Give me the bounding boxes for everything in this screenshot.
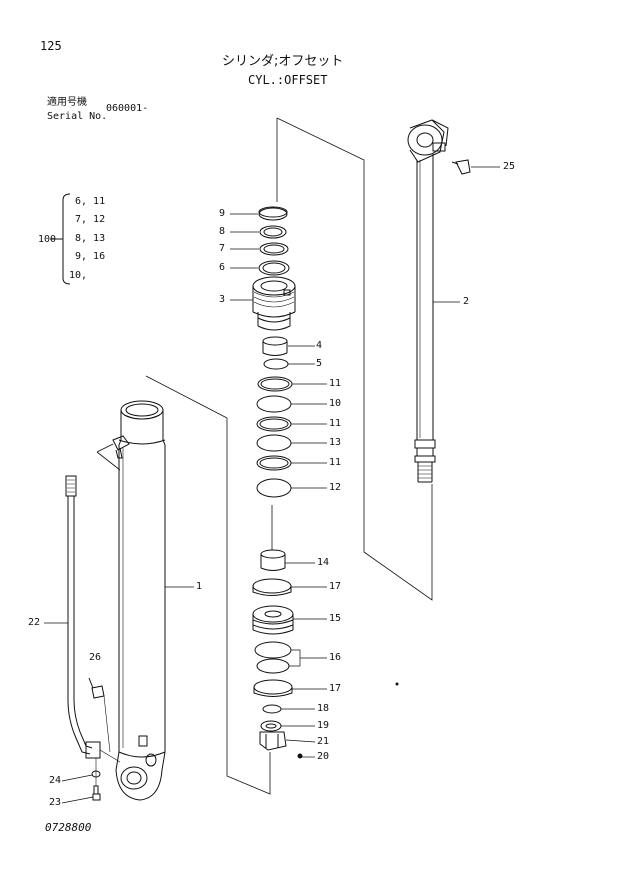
bushing-14	[260, 549, 286, 571]
kit-item: 9, 16	[75, 251, 106, 262]
title-japanese: シリンダ;オフセット	[222, 54, 344, 69]
snap-ring-5	[263, 358, 289, 370]
seal-6	[258, 260, 290, 276]
callout-17: 17	[329, 683, 342, 694]
cylinder-tube	[115, 400, 166, 801]
piston-rod	[407, 119, 449, 483]
seal-9	[258, 206, 288, 221]
kit-item: 6, 11	[75, 196, 106, 207]
piston-15	[252, 605, 294, 635]
callout-26: 26	[89, 652, 102, 663]
ring-10	[256, 395, 292, 413]
callout-11: 11	[329, 457, 342, 468]
kit-item: 7, 12	[75, 214, 106, 225]
callout-23: 23	[49, 797, 62, 808]
kit-item: 10,	[69, 270, 88, 281]
callout-18: 18	[317, 703, 330, 714]
pin-20	[297, 753, 303, 759]
callout-25: 25	[503, 161, 516, 172]
callout-17: 17	[329, 581, 342, 592]
callout-4: 4	[316, 340, 323, 351]
ring-16a	[254, 641, 292, 659]
callout-20: 20	[317, 751, 330, 762]
page-number: 125	[40, 39, 62, 53]
callout-11: 11	[329, 418, 342, 429]
serial-label-japanese: 適用号機	[47, 97, 87, 108]
oring-11c	[256, 455, 292, 471]
speck	[395, 682, 399, 686]
grease-fitting-25	[451, 159, 471, 175]
leader	[96, 443, 114, 453]
kit-item: 8, 13	[75, 233, 106, 244]
drawing-number: 0728800	[45, 821, 92, 834]
seal-7	[259, 242, 289, 256]
title-english: CYL.:OFFSET	[248, 73, 328, 87]
leader	[99, 749, 121, 763]
oring-11b	[256, 416, 292, 432]
bushing-4	[262, 336, 288, 356]
elbow-fitting	[112, 435, 130, 459]
cylinder-head-3	[252, 276, 296, 331]
serial-label-english: Serial No.	[47, 111, 108, 122]
callout-1: 1	[196, 581, 203, 592]
kit-bracket	[62, 193, 71, 285]
callout-9: 9	[219, 208, 226, 219]
leader	[103, 695, 111, 753]
oring-11a	[257, 376, 293, 392]
callout-24: 24	[49, 775, 62, 786]
seal-8	[259, 225, 287, 239]
callout-16: 16	[329, 652, 342, 663]
callout-11: 11	[329, 378, 342, 389]
kit-number: 100	[38, 234, 57, 245]
callout-2: 2	[463, 296, 470, 307]
bolt-23	[92, 785, 101, 801]
callout-3: 3	[219, 294, 226, 305]
callout-15: 15	[329, 613, 342, 624]
assembly-line-tube	[145, 375, 271, 795]
ring-12	[256, 478, 292, 498]
nut-21	[259, 731, 287, 751]
callout-5: 5	[316, 358, 323, 369]
callout-12: 12	[329, 482, 342, 493]
callout-21: 21	[317, 736, 330, 747]
callout-leaders	[44, 166, 500, 804]
callout-7: 7	[219, 243, 226, 254]
callout-6: 6	[219, 262, 226, 273]
plug-26	[88, 677, 105, 699]
callout-13: 13	[329, 437, 342, 448]
ring-17b	[253, 679, 293, 697]
leader	[96, 451, 121, 471]
ring-17a	[252, 578, 292, 596]
callout-8: 8	[219, 226, 226, 237]
assembly-line-rod	[276, 117, 433, 601]
ring-13	[256, 434, 292, 452]
callout-22: 22	[28, 617, 41, 628]
serial-value: 060001-	[106, 103, 149, 114]
callout-19: 19	[317, 720, 330, 731]
callout-14: 14	[317, 557, 330, 568]
callout-10: 10	[329, 398, 342, 409]
nut-19	[260, 720, 282, 732]
washer-18	[262, 704, 282, 714]
ring-16b	[256, 658, 290, 674]
hydraulic-pipe-22	[65, 475, 101, 759]
